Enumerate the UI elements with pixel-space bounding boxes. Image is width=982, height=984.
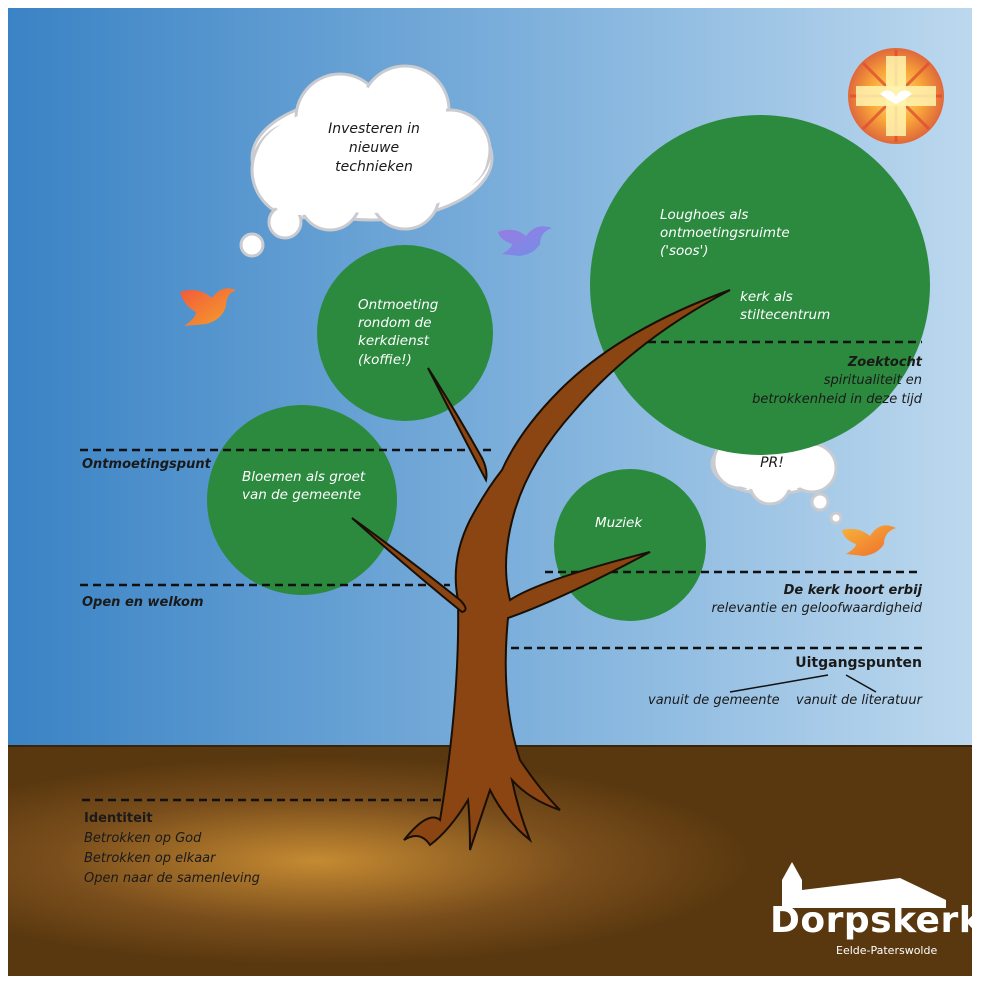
circle-text-bloemen: Bloemen als groet van de gemeente [242,469,366,504]
cloud-text-investeren: Investeren in nieuwe technieken [328,121,420,175]
circle-loughoes [590,115,930,455]
circle-text-ontmoeting: Ontmoeting rondom de kerkdienst (koffie!… [358,297,439,368]
label-vanuit-gemeente: vanuit de gemeente [648,693,780,708]
orange-bird-icon [842,525,896,556]
label-vanuit-literatuur: vanuit de literatuur [796,693,922,708]
tree-trunk [351,289,731,851]
label-open-welkom: Open en welkom [82,595,204,610]
identiteit-line2: Betrokken op elkaar [84,851,216,866]
label-kerk-sub: relevantie en geloofwaardigheid [711,601,922,616]
label-zoektocht-sub1: spiritualiteit en [823,373,922,388]
cloud-text-pr: PR! [760,455,784,471]
label-uitgangspunten: Uitgangspunten [795,655,922,671]
circle-text-muziek: Muziek [595,515,643,531]
identiteit-title: Identiteit [84,811,153,826]
identiteit-line3: Open naar de samenleving [84,871,260,886]
logo-subtitle: Eelde-Paterswolde [836,944,938,957]
dove-sun-icon [848,48,944,144]
purple-bird-icon [498,226,552,256]
church-logo-icon [782,862,946,908]
circle-ontmoeting [317,245,493,421]
circle-bloemen [207,405,397,595]
circle-text-stilte: kerk als stiltecentrum [740,289,831,324]
logo-wordmark: Dorpskerk [770,900,982,941]
label-zoektocht: Zoektocht [847,355,922,370]
red-bird-icon [180,288,236,326]
uitgangspunten-connectors [729,674,877,693]
circle-text-loughoes: Loughoes als ontmoetingsruimte ('soos') [660,207,790,260]
dashed-lines [80,340,922,802]
label-ontmoetingspunt: Ontmoetingspunt [82,457,211,472]
label-kerk-hoort-erbij: De kerk hoort erbij [783,583,922,598]
identiteit-line1: Betrokken op God [84,831,202,846]
circle-muziek [554,469,706,621]
label-zoektocht-sub2: betrokkenheid in deze tijd [752,392,922,407]
